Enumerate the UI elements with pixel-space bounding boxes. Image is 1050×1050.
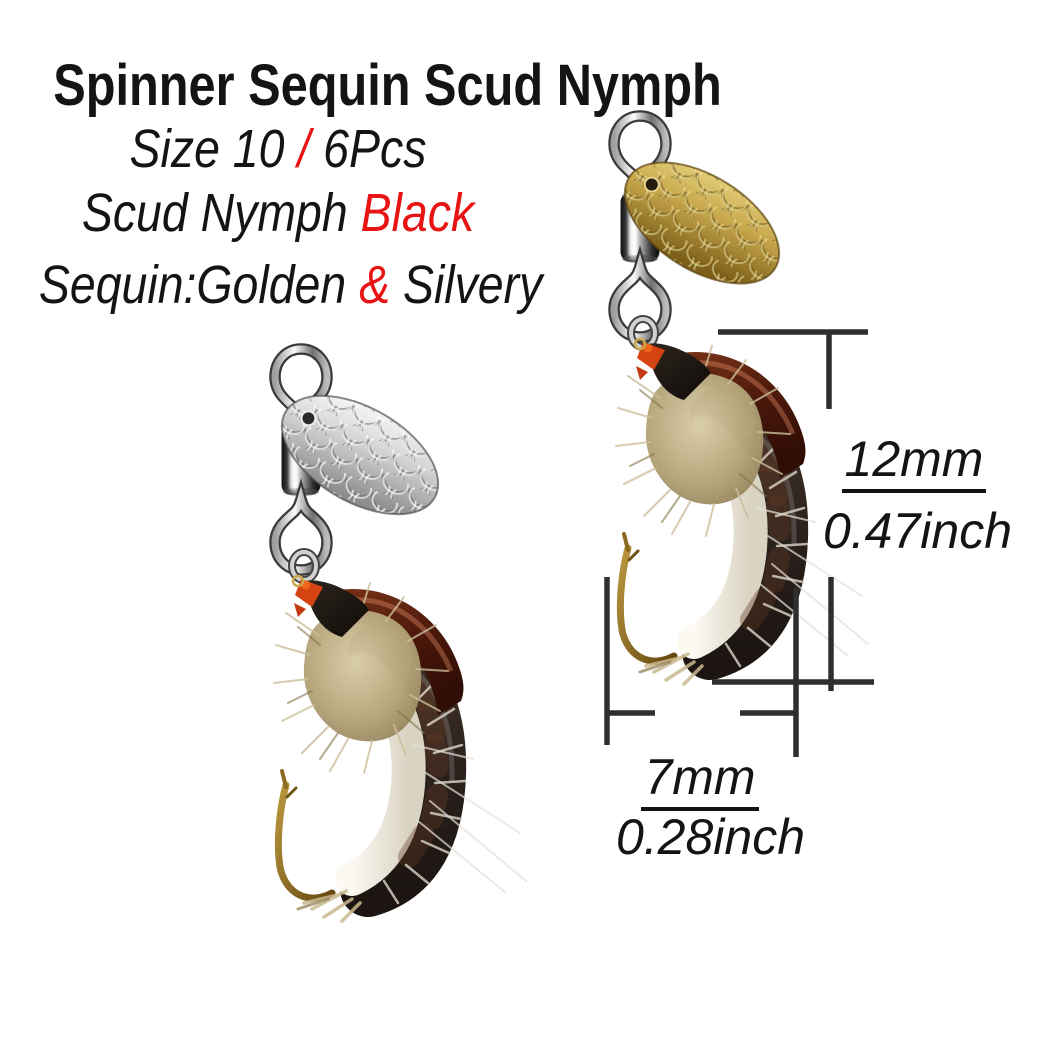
size-line-slash: / [297,119,311,179]
left-scud-nymph-fly [274,576,526,921]
size-line-post: 6Pcs [310,119,427,179]
sequin-line-post: Silvery [390,255,543,315]
width-label-imperial: 0.28inch [615,809,806,865]
silver-sequin-blade [280,394,440,516]
gold-sequin-blade [623,161,781,285]
color-line: Scud Nymph Black [39,186,517,240]
product-title: Spinner Sequin Scud Nymph [53,53,722,118]
size-line: Size 10 / 6Pcs [39,122,517,176]
blade-hole [300,410,317,427]
blade-hole [643,176,660,193]
length-label-imperial: 0.47inch [822,503,1013,559]
sequin-line-amp: & [359,255,391,315]
sequin-line-pre: Sequin:Golden [38,255,360,315]
length-label-metric: 12mm [824,434,1004,493]
sequin-line: Sequin:Golden & Silvery [38,255,542,315]
dimension-lines [604,329,874,757]
color-line-highlight: Black [360,183,475,243]
size-line-pre: Size 10 [129,119,298,179]
width-label-metric: 7mm [625,752,775,811]
color-line-pre: Scud Nymph [81,183,361,243]
